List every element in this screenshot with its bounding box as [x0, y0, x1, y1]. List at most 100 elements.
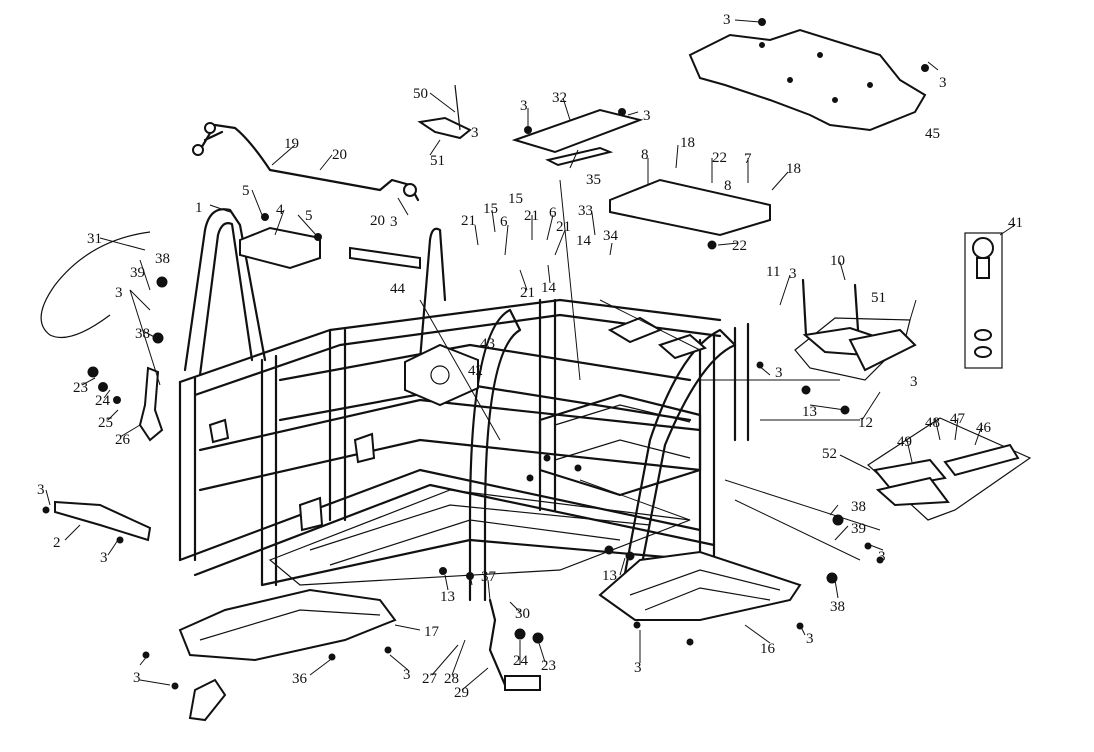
- callout-5: 5: [242, 183, 250, 199]
- callout-25: 25: [98, 415, 113, 431]
- callout-38c: 38: [851, 499, 866, 515]
- callout-30: 30: [515, 606, 530, 622]
- callout-48: 48: [925, 415, 940, 431]
- callout-13c: 13: [440, 589, 455, 605]
- callout-39: 39: [130, 265, 145, 281]
- callout-51b: 51: [871, 290, 886, 306]
- callout-3b: 3: [939, 75, 947, 91]
- callout-24b: 24: [513, 653, 529, 669]
- callout-3j: 3: [115, 285, 123, 301]
- callout-5b: 5: [305, 208, 313, 224]
- leader-lines: [45, 19, 1016, 691]
- callout-43: 43: [480, 336, 495, 352]
- callout-38d: 38: [830, 599, 845, 615]
- callout-34: 34: [603, 228, 619, 244]
- callout-21b: 21: [524, 208, 539, 224]
- part-45-floor-panel: [688, 28, 927, 132]
- part-16-floor-panel: [598, 550, 802, 621]
- callout-18b: 18: [786, 161, 801, 177]
- callout-27: 27: [422, 671, 438, 687]
- callout-28: 28: [444, 671, 459, 687]
- callout-45: 45: [925, 126, 940, 142]
- callout-14b: 14: [541, 280, 557, 296]
- part-52-hitch-group: [867, 417, 1032, 521]
- callout-50: 50: [413, 86, 428, 102]
- fasteners: [42, 18, 929, 690]
- part-26-lever: [138, 366, 164, 442]
- callout-3o: 3: [634, 660, 642, 676]
- callout-4: 4: [276, 202, 284, 218]
- callout-23b: 23: [541, 658, 556, 674]
- callout-37: 37: [481, 569, 497, 585]
- part-7-bracket: [609, 178, 771, 237]
- callout-33: 33: [578, 203, 593, 219]
- callout-3g: 3: [789, 266, 797, 282]
- callout-21: 21: [461, 213, 476, 229]
- part-32-plate: [511, 108, 644, 154]
- callout-39b: 39: [851, 521, 866, 537]
- callout-11: 11: [766, 264, 780, 280]
- callout-15b: 15: [508, 191, 523, 207]
- part-2-bracket: [54, 500, 152, 542]
- callout-3i: 3: [910, 374, 918, 390]
- callout-35: 35: [586, 172, 601, 188]
- callout-3p: 3: [806, 631, 814, 647]
- part-35-plate: [545, 146, 614, 167]
- callout-21d: 21: [520, 285, 535, 301]
- part-50-bracket: [417, 116, 472, 140]
- callout-20b: 20: [370, 213, 385, 229]
- callout-1: 1: [195, 200, 203, 216]
- part-19-grab-bar: [198, 123, 420, 202]
- callout-44: 44: [390, 281, 406, 297]
- callout-3: 3: [723, 12, 731, 28]
- callout-15: 15: [483, 201, 498, 217]
- callout-49: 49: [897, 434, 912, 450]
- part-31-cable: [40, 231, 151, 339]
- callout-42: 42: [468, 363, 483, 379]
- callout-12: 12: [858, 415, 873, 431]
- callout-6b: 6: [549, 205, 557, 221]
- callout-3m: 3: [133, 670, 141, 686]
- callout-46: 46: [976, 420, 992, 436]
- callout-52: 52: [822, 446, 837, 462]
- part-36-bracket: [188, 678, 227, 722]
- callout-47: 47: [950, 411, 966, 427]
- callout-17: 17: [424, 624, 440, 640]
- callout-18: 18: [680, 135, 695, 151]
- part-4-bracket: [239, 226, 321, 270]
- callout-3n: 3: [403, 667, 411, 683]
- callout-3e: 3: [471, 125, 479, 141]
- callout-20: 20: [332, 147, 347, 163]
- callout-3k: 3: [37, 482, 45, 498]
- callout-10: 10: [830, 253, 845, 269]
- callout-8b: 8: [724, 178, 732, 194]
- callout-32: 32: [552, 90, 567, 106]
- callout-51: 51: [430, 153, 445, 169]
- callout-3c: 3: [520, 98, 528, 114]
- callout-31: 31: [87, 231, 102, 247]
- callout-16: 16: [760, 641, 776, 657]
- callout-13: 13: [802, 404, 817, 420]
- callout-labels: 1 2 3 3 3 3 3 3 3 3 3 3 3 3 3 3 3 3 3 4 …: [37, 12, 1023, 701]
- callout-7: 7: [744, 151, 752, 167]
- callout-21c: 21: [556, 219, 571, 235]
- callout-24: 24: [95, 393, 111, 409]
- callout-3h: 3: [775, 365, 783, 381]
- callout-8: 8: [641, 147, 649, 163]
- callout-38b: 38: [135, 326, 150, 342]
- callout-22b: 22: [732, 238, 747, 254]
- callout-19: 19: [284, 136, 299, 152]
- callout-6: 6: [500, 214, 508, 230]
- callout-3d: 3: [643, 108, 651, 124]
- callout-22: 22: [712, 150, 727, 166]
- callout-3f: 3: [390, 214, 398, 230]
- callout-14: 14: [576, 233, 592, 249]
- callout-36: 36: [292, 671, 308, 687]
- part-41-pin-box: [964, 232, 1003, 369]
- part-17-skid-plate: [178, 588, 397, 662]
- callout-38: 38: [155, 251, 170, 267]
- callout-23: 23: [73, 380, 88, 396]
- callout-2: 2: [53, 535, 61, 551]
- part-44-bar: [349, 246, 421, 270]
